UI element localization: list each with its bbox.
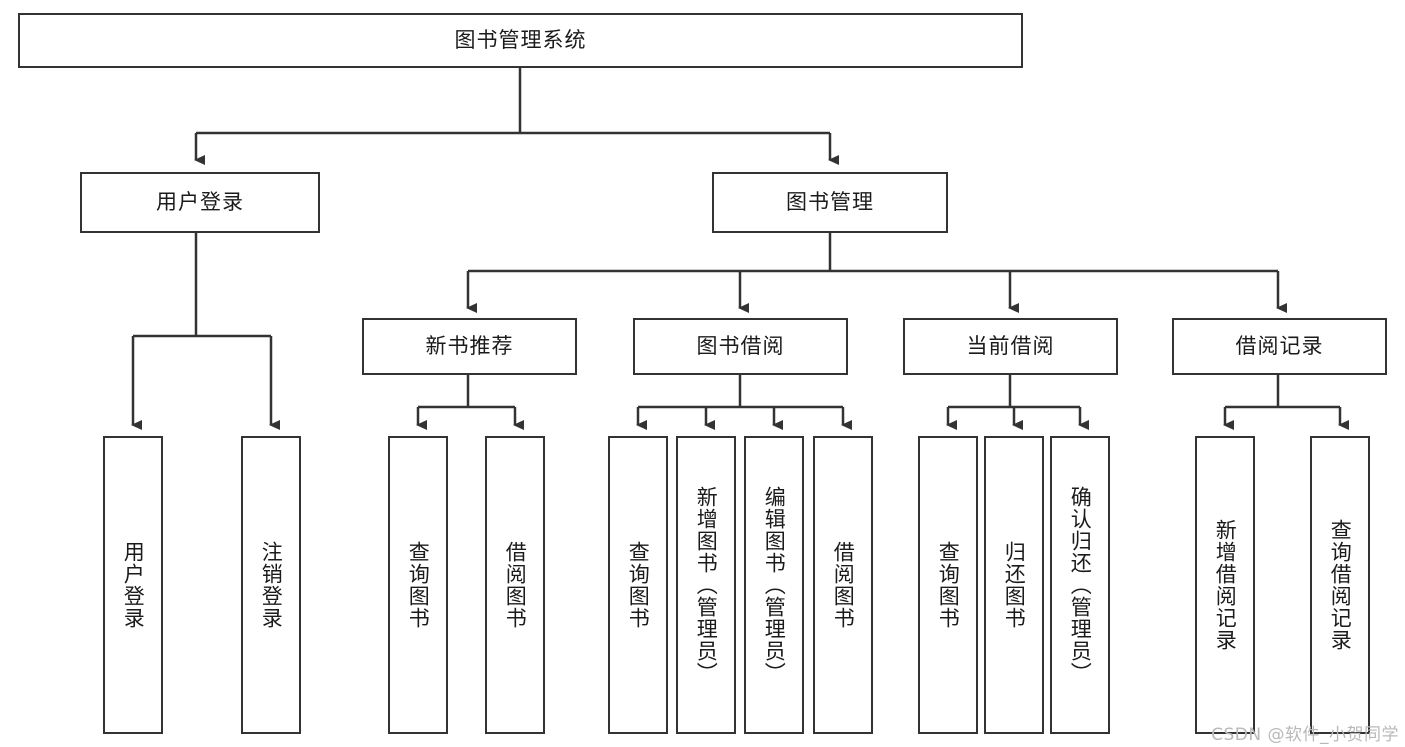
leaf-user-login-login[interactable]: 用户登录 [103, 436, 163, 734]
leaf-user-login-logout[interactable]: 注销登录 [241, 436, 301, 734]
leaf-new-book-borrow-book[interactable]: 借阅图书 [485, 436, 545, 734]
leaf-new-book-query-book[interactable]: 查询图书 [388, 436, 448, 734]
node-user-login[interactable]: 用户登录 [80, 172, 320, 233]
leaf-book-borrow-query-book[interactable]: 查询图书 [608, 436, 668, 734]
leaf-book-borrow-borrow-book[interactable]: 借阅图书 [813, 436, 873, 734]
node-root-book-management-system[interactable]: 图书管理系统 [18, 13, 1023, 68]
leaf-borrow-record-add-record[interactable]: 新增借阅记录 [1195, 436, 1255, 734]
node-book-borrow[interactable]: 图书借阅 [633, 318, 848, 375]
leaf-borrow-record-query-record[interactable]: 查询借阅记录 [1310, 436, 1370, 734]
leaf-current-borrow-confirm-return-admin[interactable]: 确认归还（管理员） [1050, 436, 1110, 734]
node-borrow-record[interactable]: 借阅记录 [1172, 318, 1387, 375]
watermark-text: CSDN @软件_小贺同学 [1211, 725, 1399, 745]
node-book-management[interactable]: 图书管理 [712, 172, 948, 233]
leaf-book-borrow-edit-book-admin[interactable]: 编辑图书（管理员） [744, 436, 804, 734]
leaf-current-borrow-return-book[interactable]: 归还图书 [984, 436, 1044, 734]
node-current-borrow[interactable]: 当前借阅 [903, 318, 1118, 375]
leaf-current-borrow-query-book[interactable]: 查询图书 [918, 436, 978, 734]
leaf-book-borrow-add-book-admin[interactable]: 新增图书（管理员） [676, 436, 736, 734]
node-new-book-recommend[interactable]: 新书推荐 [362, 318, 577, 375]
